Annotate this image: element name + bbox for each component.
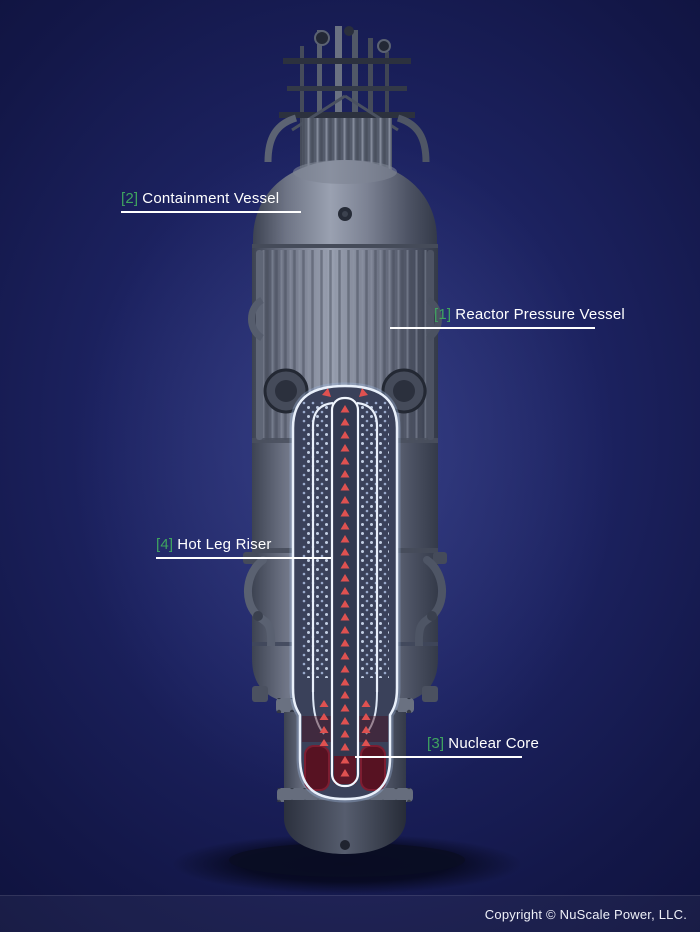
copyright-text: Copyright © NuScale Power, LLC. bbox=[484, 906, 687, 922]
callout-leader-line bbox=[390, 327, 595, 329]
callout-hot-leg-riser: [4]Hot Leg Riser bbox=[156, 536, 331, 559]
callout-hot-leg-riser-text: [4]Hot Leg Riser bbox=[156, 536, 272, 554]
callout-leader-line bbox=[121, 211, 301, 213]
callout-containment-vessel-text: [2]Containment Vessel bbox=[121, 190, 279, 208]
callout-leader-line bbox=[355, 756, 522, 758]
core-flow-arrows bbox=[319, 388, 371, 746]
callout-nuclear-core: [3]Nuclear Core bbox=[355, 735, 539, 758]
callout-number: [2] bbox=[121, 190, 139, 207]
callout-reactor-pressure-vessel: [1]Reactor Pressure Vessel bbox=[390, 306, 625, 329]
callout-nuclear-core-text: [3]Nuclear Core bbox=[427, 735, 539, 753]
callout-leader-line bbox=[156, 557, 331, 559]
hot-leg-riser-channel bbox=[330, 396, 360, 788]
callout-label: Hot Leg Riser bbox=[177, 536, 272, 553]
callout-label: Nuclear Core bbox=[448, 735, 540, 752]
cutaway-section bbox=[289, 382, 401, 803]
ground-shadow bbox=[172, 834, 522, 894]
footer-bar: Copyright © NuScale Power, LLC. bbox=[0, 895, 700, 932]
callout-containment-vessel: [2]Containment Vessel bbox=[121, 190, 301, 213]
callout-number: [4] bbox=[156, 536, 174, 553]
flow-arrows-up bbox=[338, 404, 352, 778]
steam-generator-tubes bbox=[301, 400, 389, 678]
callout-label: Containment Vessel bbox=[142, 190, 280, 207]
callout-label: Reactor Pressure Vessel bbox=[455, 306, 625, 323]
callout-number: [1] bbox=[434, 306, 452, 323]
containment-dome bbox=[253, 160, 437, 252]
callout-number: [3] bbox=[427, 735, 445, 752]
callout-reactor-pressure-vessel-text: [1]Reactor Pressure Vessel bbox=[434, 306, 625, 324]
